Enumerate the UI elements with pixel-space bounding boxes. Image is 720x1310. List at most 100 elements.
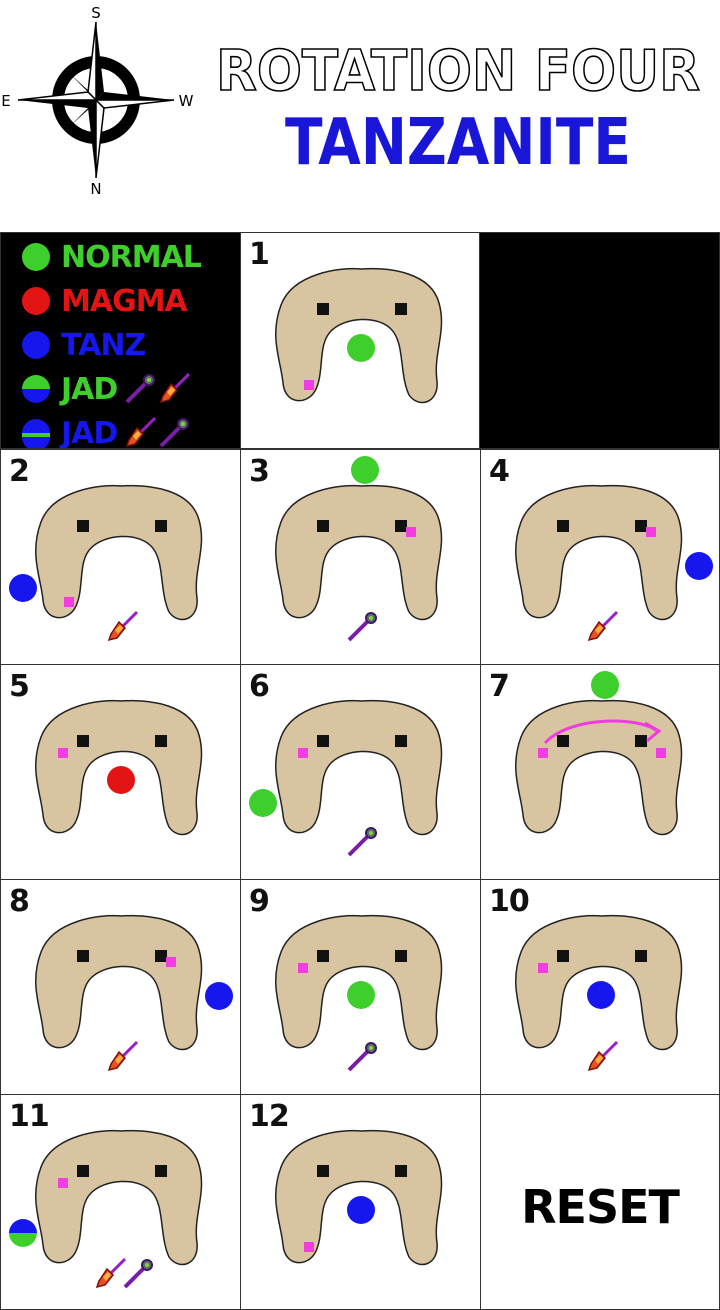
range-crossbow-icon bbox=[107, 610, 139, 642]
mage-staff-icon bbox=[123, 1259, 153, 1289]
left-pillar bbox=[317, 735, 329, 747]
title-line-2: TANZANITE bbox=[285, 106, 631, 180]
right-pillar bbox=[395, 950, 407, 962]
right-pillar bbox=[395, 520, 407, 532]
legend-label: JAD bbox=[61, 415, 118, 449]
normal-spawn-circle bbox=[351, 456, 379, 484]
arena-shape bbox=[515, 914, 683, 1051]
left-pillar bbox=[317, 950, 329, 962]
wave-number: 7 bbox=[489, 669, 510, 704]
wave-number: 2 bbox=[9, 454, 30, 489]
wave-number: 3 bbox=[249, 454, 270, 489]
compass-label-left: E bbox=[1, 92, 10, 110]
mage-staff-icon bbox=[159, 418, 190, 448]
mage-staff-icon bbox=[347, 1042, 377, 1072]
player-position-marker bbox=[298, 748, 308, 758]
left-pillar bbox=[77, 950, 89, 962]
range-crossbow-icon bbox=[107, 1040, 139, 1072]
left-pillar bbox=[77, 520, 89, 532]
right-pillar bbox=[635, 950, 647, 962]
legend-label: NORMAL bbox=[61, 239, 202, 275]
arena-shape bbox=[275, 914, 443, 1051]
normal-spawn-circle bbox=[591, 671, 619, 699]
arena-map bbox=[515, 671, 683, 836]
jad-blue-spawn-circle bbox=[9, 1219, 37, 1247]
normal-spawn-circle bbox=[347, 981, 375, 1009]
magma-circle-icon bbox=[22, 287, 50, 315]
player-position-marker bbox=[538, 963, 548, 973]
legend-weapons bbox=[125, 372, 191, 404]
arena-map bbox=[9, 484, 203, 642]
wave-cell-4: 4 bbox=[480, 449, 720, 665]
arena-map bbox=[249, 699, 443, 857]
player-position-marker bbox=[64, 597, 74, 607]
legend-label: TANZ bbox=[61, 327, 146, 363]
jad-green-circle-icon bbox=[22, 375, 50, 403]
wave-cell-7: 7 bbox=[480, 664, 720, 880]
right-pillar bbox=[155, 1165, 167, 1177]
wave-number: 8 bbox=[9, 884, 30, 919]
left-pillar bbox=[557, 950, 569, 962]
right-pillar bbox=[395, 1165, 407, 1177]
wave-number: 1 bbox=[249, 237, 270, 272]
arena-map bbox=[275, 914, 443, 1072]
right-pillar bbox=[395, 303, 407, 315]
magma-spawn-circle bbox=[107, 766, 135, 794]
arena-shape bbox=[275, 699, 443, 836]
arena-shape bbox=[35, 1129, 203, 1266]
right-pillar bbox=[155, 950, 167, 962]
arena-shape bbox=[275, 484, 443, 621]
legend-item-magma: MAGMA bbox=[19, 281, 188, 321]
move-arrow-icon bbox=[543, 719, 662, 745]
left-pillar bbox=[77, 1165, 89, 1177]
header: S N E W ROTATION FOUR TANZANITE bbox=[0, 0, 720, 232]
arena-map bbox=[275, 267, 443, 404]
legend-label: MAGMA bbox=[61, 283, 188, 319]
range-crossbow-icon bbox=[160, 372, 191, 404]
wave-number: 12 bbox=[249, 1099, 290, 1134]
tanz-spawn-circle bbox=[347, 1196, 375, 1224]
player-position-marker bbox=[304, 1242, 314, 1252]
arena-map bbox=[275, 1129, 443, 1266]
arena-shape bbox=[35, 699, 203, 836]
wave-number: 10 bbox=[489, 884, 530, 919]
left-pillar bbox=[557, 735, 569, 747]
arena-shape bbox=[35, 484, 203, 621]
range-crossbow-icon bbox=[126, 416, 157, 448]
arena-shape bbox=[35, 914, 203, 1051]
wave-cell-11: 11 bbox=[0, 1094, 241, 1310]
arena-map bbox=[35, 699, 203, 836]
normal-spawn-circle bbox=[249, 789, 277, 817]
title-line-1: ROTATION FOUR bbox=[216, 39, 700, 104]
right-pillar bbox=[155, 735, 167, 747]
wave-number: 5 bbox=[9, 669, 30, 704]
wave-number: 9 bbox=[249, 884, 270, 919]
normal-circle-icon bbox=[22, 243, 50, 271]
player-position-marker bbox=[304, 380, 314, 390]
mage-staff-icon bbox=[347, 612, 377, 642]
arena-shape bbox=[515, 484, 683, 621]
range-crossbow-icon bbox=[587, 610, 619, 642]
empty-black-panel bbox=[479, 232, 720, 449]
wave-number: 11 bbox=[9, 1099, 50, 1134]
jad-blue-circle-icon bbox=[22, 419, 50, 448]
right-pillar bbox=[635, 520, 647, 532]
arena-map bbox=[515, 484, 713, 642]
player-position-marker bbox=[538, 748, 548, 758]
wave-cell-3: 3 bbox=[240, 449, 481, 665]
compass-label-bottom: N bbox=[90, 180, 101, 198]
mage-staff-icon bbox=[125, 374, 156, 404]
legend-weapons bbox=[126, 416, 190, 448]
wave-cell-12: 12 bbox=[240, 1094, 481, 1310]
reset-label: RESET bbox=[521, 1180, 680, 1234]
legend-item-jad-blue: JAD bbox=[19, 413, 197, 449]
arena-map bbox=[515, 914, 683, 1072]
wave-cell-10: 10 bbox=[480, 879, 720, 1095]
wave-cell-8: 8 bbox=[0, 879, 241, 1095]
wave-cell-5: 5 bbox=[0, 664, 241, 880]
normal-spawn-circle bbox=[347, 334, 375, 362]
tanz-spawn-circle bbox=[205, 982, 233, 1010]
right-pillar bbox=[155, 520, 167, 532]
